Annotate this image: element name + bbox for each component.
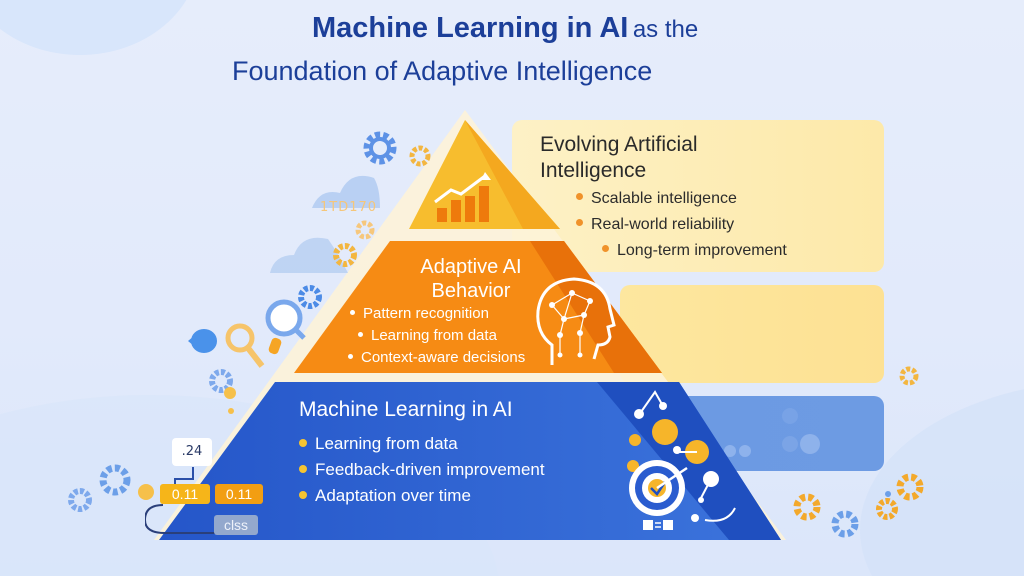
gear-icon — [363, 131, 397, 165]
bullet-text: Context-aware decisions — [361, 349, 526, 366]
bullet-item: Adaptation over time — [299, 486, 471, 506]
pyramid-tier-bottom: Machine Learning in AI Learning from dat… — [157, 382, 783, 542]
bullet-item: Context-aware decisions — [348, 349, 525, 366]
gear-icon — [99, 464, 131, 496]
bullet-text: Feedback-driven improvement — [315, 460, 545, 479]
bullet-item: Scalable intelligence — [576, 190, 737, 208]
bullet-dot-icon — [299, 438, 307, 447]
panel-middle-extension — [620, 285, 884, 383]
gear-icon — [68, 488, 92, 512]
gear-icon — [355, 220, 375, 240]
dot-decor-icon — [885, 491, 891, 497]
bullet-dot-icon — [348, 353, 353, 359]
gear-icon — [793, 493, 821, 521]
dot-decor-icon — [138, 484, 154, 500]
bullet-item: Learning from data — [358, 327, 497, 344]
bullet-text: Long-term improvement — [617, 242, 787, 259]
tier-title-line-2: Behavior — [431, 280, 511, 302]
tier-bottom-shape — [159, 382, 781, 540]
magnifier-icon — [225, 323, 265, 368]
title-line-1: Machine Learning in AI as the — [312, 12, 698, 45]
bullet-dot-icon — [576, 219, 583, 227]
background-blob — [0, 0, 200, 55]
gear-icon — [896, 473, 924, 501]
bullet-dot-icon — [299, 490, 307, 499]
background-wave-right — [860, 380, 1024, 576]
title-line-2: Foundation of Adaptive Intelligence — [232, 56, 653, 86]
gear-icon — [876, 498, 898, 520]
panel-title: Evolving Artificial Intelligence — [540, 132, 698, 184]
dot-decor-icon — [224, 387, 236, 414]
value-box: .24 — [172, 438, 212, 466]
cloud-icon — [312, 175, 380, 208]
bullet-dot-icon — [602, 245, 609, 253]
bullet-text: Real-world reliability — [591, 216, 735, 233]
gear-icon — [298, 285, 322, 309]
bullet-item: Long-term improvement — [602, 242, 787, 260]
bullet-dot-icon — [350, 309, 355, 315]
pyramid-tier-top — [405, 118, 565, 230]
pyramid-tier-middle: Adaptive AI Behavior Pattern recognition… — [292, 241, 664, 375]
bullet-text: Learning from data — [315, 434, 458, 453]
label-chip: clss — [214, 515, 258, 535]
title-weak: as the — [632, 16, 699, 43]
bullet-text: Learning from data — [371, 327, 497, 344]
growth-chart-icon — [434, 172, 491, 222]
tier-bottom-title: Machine Learning in AI — [299, 398, 513, 421]
gear-icon — [831, 510, 859, 538]
panel-title-line-2: Intelligence — [540, 159, 647, 182]
gear-icon — [409, 145, 431, 167]
panel-title-line-1: Evolving Artificial — [540, 133, 698, 156]
bullet-item: Real-world reliability — [576, 216, 734, 234]
tier-title-line-1: Adaptive AI — [420, 256, 522, 278]
bullet-text: Pattern recognition — [363, 305, 489, 322]
brain-network-head-icon — [536, 277, 616, 365]
bullet-item: Pattern recognition — [350, 305, 489, 322]
bullet-dot-icon — [299, 464, 307, 473]
magnifier-icon — [265, 299, 306, 355]
tier-middle-shape — [294, 241, 662, 373]
gear-icon — [899, 366, 919, 386]
faded-label: 1TD170 — [320, 200, 378, 215]
bullet-text: Adaptation over time — [315, 486, 471, 505]
bullet-text: Scalable intelligence — [591, 190, 737, 207]
cloud-icon — [270, 237, 348, 273]
tier-middle-title: Adaptive AI Behavior — [396, 255, 546, 303]
panel-evolving-ai: Evolving Artificial Intelligence Scalabl… — [512, 120, 884, 272]
title-strong: Machine Learning in AI — [312, 12, 629, 44]
bullet-dot-icon — [576, 193, 583, 201]
bullet-item: Learning from data — [299, 434, 458, 454]
chat-bubble-icon — [188, 329, 217, 353]
gear-icon — [333, 243, 357, 267]
gear-icon — [209, 369, 233, 393]
bullet-dot-icon — [358, 331, 363, 337]
target-network-icon — [627, 390, 736, 530]
value-chip: 0.11 — [160, 484, 210, 504]
bullet-item: Feedback-driven improvement — [299, 460, 545, 480]
value-chip: 0.11 — [215, 484, 263, 504]
